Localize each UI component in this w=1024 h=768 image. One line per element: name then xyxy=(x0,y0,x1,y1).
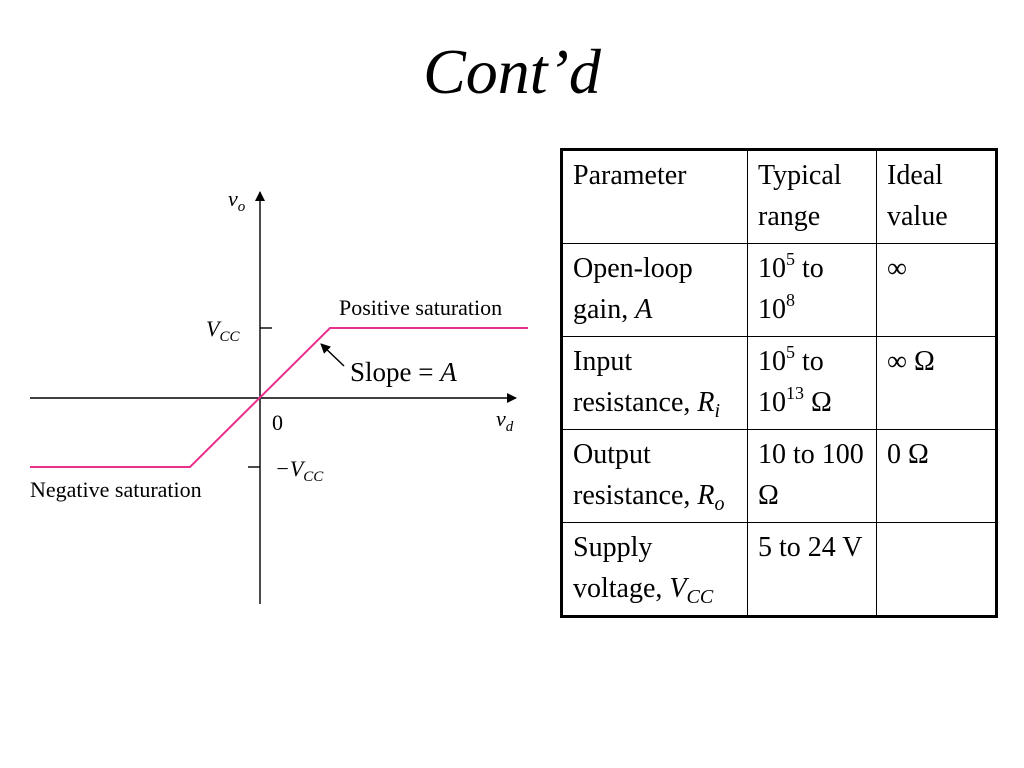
param-input-resistance: Input resistance, Ri xyxy=(561,336,748,430)
slope-label: Slope = A xyxy=(350,357,457,387)
ideal-supply-voltage xyxy=(876,522,997,617)
parameter-table: Parameter Typical range Ideal value Open… xyxy=(560,148,998,618)
y-axis-label: vo xyxy=(228,186,246,215)
ideal-input-resistance: ∞ Ω xyxy=(876,336,997,430)
neg-vcc-label: −VCC xyxy=(275,456,324,485)
positive-saturation-label: Positive saturation xyxy=(339,295,502,320)
table-header-row: Parameter Typical range Ideal value xyxy=(561,149,997,244)
table-row: Input resistance, Ri 105 to 1013 Ω ∞ Ω xyxy=(561,336,997,430)
table-row: Supply voltage, VCC 5 to 24 V xyxy=(561,522,997,617)
ideal-open-loop-gain: ∞ xyxy=(876,243,997,337)
param-supply-voltage: Supply voltage, VCC xyxy=(561,522,748,617)
ideal-output-resistance: 0 Ω xyxy=(876,429,997,523)
origin-label: 0 xyxy=(272,410,283,435)
param-open-loop-gain: Open-loop gain, A xyxy=(561,243,748,337)
transfer-curve xyxy=(30,327,528,468)
range-open-loop-gain: 105 to 108 xyxy=(747,243,877,337)
vcc-label: VCC xyxy=(206,316,240,345)
slide-title: Cont’d xyxy=(423,36,601,107)
range-output-resistance: 10 to 100 Ω xyxy=(747,429,877,523)
x-axis-label: vd xyxy=(496,406,514,435)
range-supply-voltage: 5 to 24 V xyxy=(747,522,877,617)
header-parameter: Parameter xyxy=(561,149,748,244)
transfer-characteristic-diagram: vo vd 0 VCC −VCC Positive saturation Neg… xyxy=(30,186,528,604)
header-typical-range: Typical range xyxy=(747,149,877,244)
header-ideal-value: Ideal value xyxy=(876,149,997,244)
table-row: Output resistance, Ro 10 to 100 Ω 0 Ω xyxy=(561,429,997,523)
param-output-resistance: Output resistance, Ro xyxy=(561,429,748,523)
range-input-resistance: 105 to 1013 Ω xyxy=(747,336,877,430)
negative-saturation-label: Negative saturation xyxy=(30,477,202,502)
table-row: Open-loop gain, A 105 to 108 ∞ xyxy=(561,243,997,337)
slope-arrow xyxy=(320,343,345,367)
